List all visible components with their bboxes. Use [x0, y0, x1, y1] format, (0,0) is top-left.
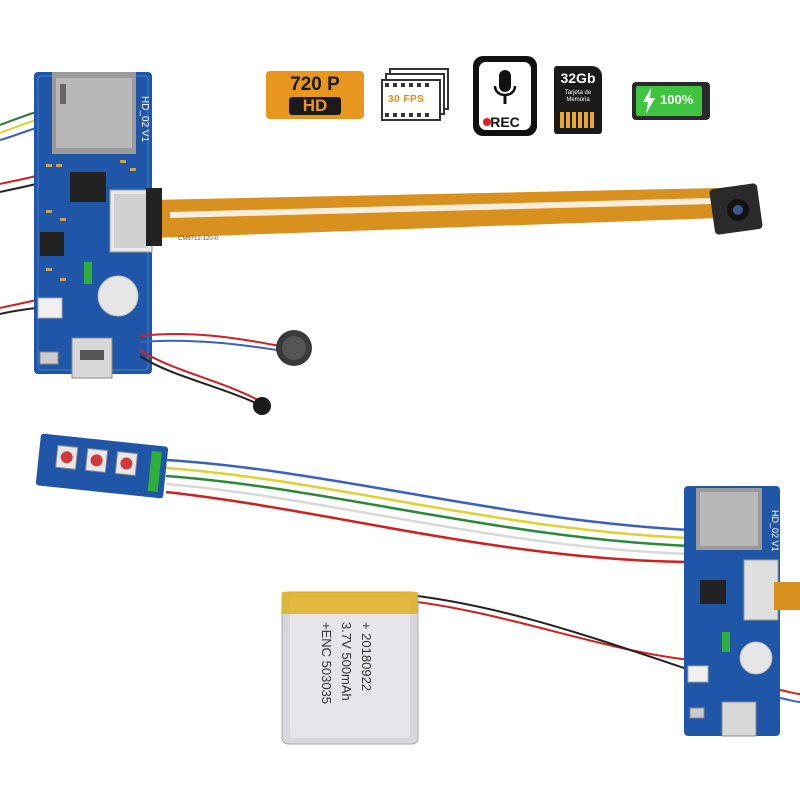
- record-dot-icon: [483, 118, 491, 126]
- battery-level: 100%: [660, 92, 694, 107]
- rec-label: REC: [490, 114, 520, 130]
- sd-caption: Tarjeta de Memoria: [564, 90, 592, 103]
- camera-module: [709, 183, 763, 235]
- button-wires: [165, 458, 691, 564]
- buzzer: [97, 275, 139, 317]
- sd-card-badge: 32Gb Tarjeta de Memoria: [554, 66, 602, 134]
- battery-connector: [37, 297, 63, 319]
- lightning-bolt-icon: [643, 88, 655, 114]
- button-2: [90, 454, 103, 467]
- ribbon-cable: CM8712-120-0: [146, 188, 720, 246]
- lower-pcb: HD_02 V1: [684, 486, 800, 737]
- resolution-top: 720 P: [290, 74, 340, 95]
- microphone-icon: [493, 70, 517, 104]
- sd-capacity: 32Gb: [560, 70, 596, 86]
- sd-contacts-icon: [560, 112, 594, 128]
- button-board: [35, 433, 169, 499]
- upper-left-wires: [0, 111, 37, 315]
- microphone: [253, 397, 271, 415]
- button-1: [60, 451, 73, 464]
- fps-badge: 30 FPS: [380, 67, 450, 125]
- upper-pcb: HD_02 V1: [34, 72, 153, 379]
- cell-label-1: +ENC 503035: [319, 622, 334, 704]
- button-3: [120, 457, 133, 470]
- cell-label-3: + 20180922: [359, 622, 374, 691]
- ribbon-label: CM8712-120-0: [178, 236, 219, 242]
- battery-badge: 100%: [632, 82, 710, 120]
- board-label-upper: HD_02 V1: [139, 96, 150, 143]
- cell-label-2: 3.7V 500mAh: [339, 622, 354, 701]
- fps-label: 30 FPS: [388, 94, 425, 105]
- lithium-battery: +ENC 503035 3.7V 500mAh + 20180922: [281, 591, 419, 745]
- board-label-lower: HD_02 V1: [770, 510, 780, 552]
- battery-wires: [399, 593, 691, 671]
- processor-chip: [70, 172, 106, 202]
- hd-720p-badge: 720 P HD: [266, 71, 364, 119]
- motor-mic-wires: [139, 332, 291, 405]
- film-strip-icon: [381, 68, 449, 121]
- lower-right-wires: [779, 689, 800, 703]
- status-led: [84, 262, 92, 284]
- resolution-bottom: HD: [288, 97, 342, 115]
- rec-badge: REC: [473, 56, 537, 136]
